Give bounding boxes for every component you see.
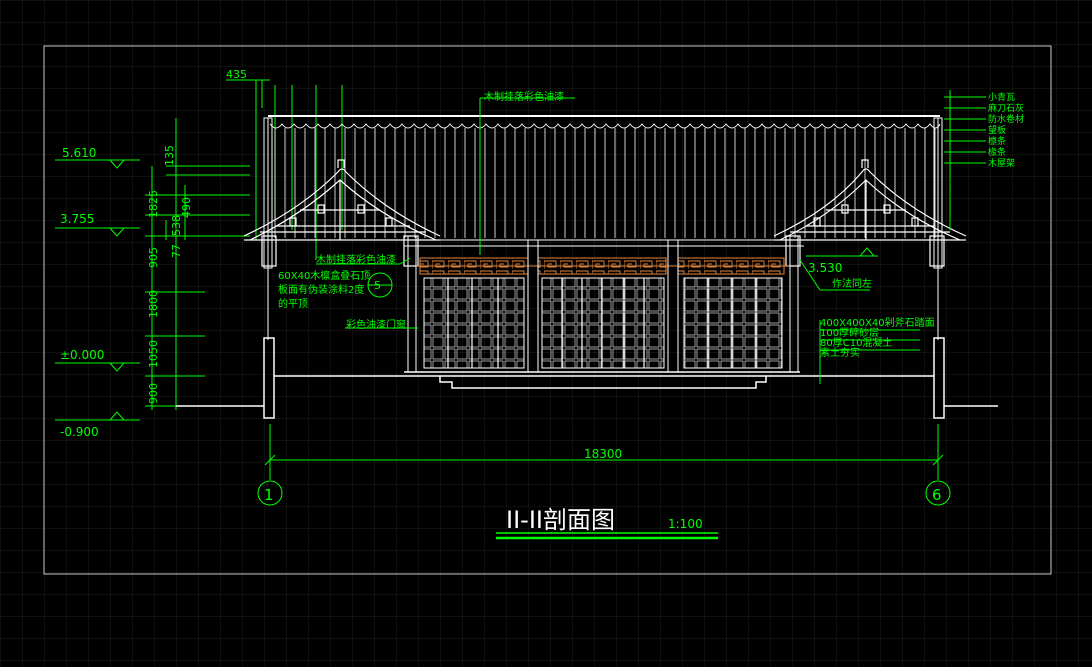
dim-1800: 1800 xyxy=(147,290,160,318)
note-left-4: 的平顶 xyxy=(278,297,308,310)
roof-layer-labels: 小青瓦 麻刀石灰 防水卷材 望板 檩条 椽条 木屋架 xyxy=(988,91,1024,169)
note-base-2: 100厚碎砂层 xyxy=(820,326,879,339)
left-dimension-values: 435 135 1825 490 538 77 905 1800 1050 90… xyxy=(147,68,247,404)
drawing-frame xyxy=(43,45,1052,575)
note-right-same: 作法同左 xyxy=(832,277,872,290)
dim-900: 900 xyxy=(147,383,160,404)
building-section xyxy=(176,115,998,419)
note-left-5: 彩色油漆门窗 xyxy=(346,318,406,331)
right-gable-roof xyxy=(773,159,967,267)
dim-905: 905 xyxy=(147,247,160,268)
drawing-scale: 1:100 xyxy=(668,517,703,531)
note-base-4: 素土夯实 xyxy=(820,346,860,359)
roof-layer-2: 麻刀石灰 xyxy=(988,102,1024,114)
dimension-18300: 18300 xyxy=(584,447,622,461)
roof-layer-7: 木屋架 xyxy=(988,157,1015,169)
dim-135: 135 xyxy=(163,145,176,166)
elevation-3755: 3.755 xyxy=(60,212,94,226)
dim-1825: 1825 xyxy=(147,190,160,218)
dim-435: 435 xyxy=(226,68,247,81)
roof-layer-6: 椽条 xyxy=(988,146,1006,158)
roof-layer-3: 防水卷材 xyxy=(988,113,1024,125)
note-left-2: 60X40木檩盒叠石顶 xyxy=(278,269,370,282)
dim-1050: 1050 xyxy=(147,340,160,368)
roof-layer-5: 檩条 xyxy=(988,135,1006,147)
annotation-texts: 木制挂落彩色油漆 木制挂落彩色油漆 60X40木檩盒叠石顶 板面有伪装涂料2度 … xyxy=(278,90,935,359)
overall-dimension xyxy=(257,424,951,506)
elevation-0000: ±0.000 xyxy=(60,348,104,362)
detail-callout-number: 5 xyxy=(374,279,381,292)
elevation-minus-0900: -0.900 xyxy=(60,425,99,439)
note-base-1: 400X400X40剁斧石踏面 xyxy=(820,316,935,329)
elevation-3530: 3.530 xyxy=(808,261,842,275)
roof-layer-1: 小青瓦 xyxy=(988,91,1015,103)
note-top-center: 木制挂落彩色油漆 xyxy=(484,90,564,103)
walls-and-floor xyxy=(176,337,998,419)
drawing-title: II-II剖面图 xyxy=(506,506,615,534)
note-base-3: 80厚C10混凝土 xyxy=(820,336,892,349)
dim-77: 77 xyxy=(170,244,183,258)
roof-tile-field xyxy=(272,128,936,238)
lattice-doors xyxy=(423,277,783,369)
dim-538: 538 xyxy=(170,215,183,236)
axis-label-1: 1 xyxy=(264,486,274,504)
dim-490: 490 xyxy=(180,197,193,218)
note-left-1: 木制挂落彩色油漆 xyxy=(316,253,396,266)
annotation-leaders xyxy=(316,90,986,384)
roof-layer-4: 望板 xyxy=(988,124,1006,136)
elevation-5610: 5.610 xyxy=(62,146,96,160)
left-elevation-labels: 5.610 3.755 ±0.000 -0.900 xyxy=(60,146,104,439)
note-left-3: 板面有伪装涂料2度 xyxy=(278,283,364,296)
axis-label-6: 6 xyxy=(932,486,942,504)
